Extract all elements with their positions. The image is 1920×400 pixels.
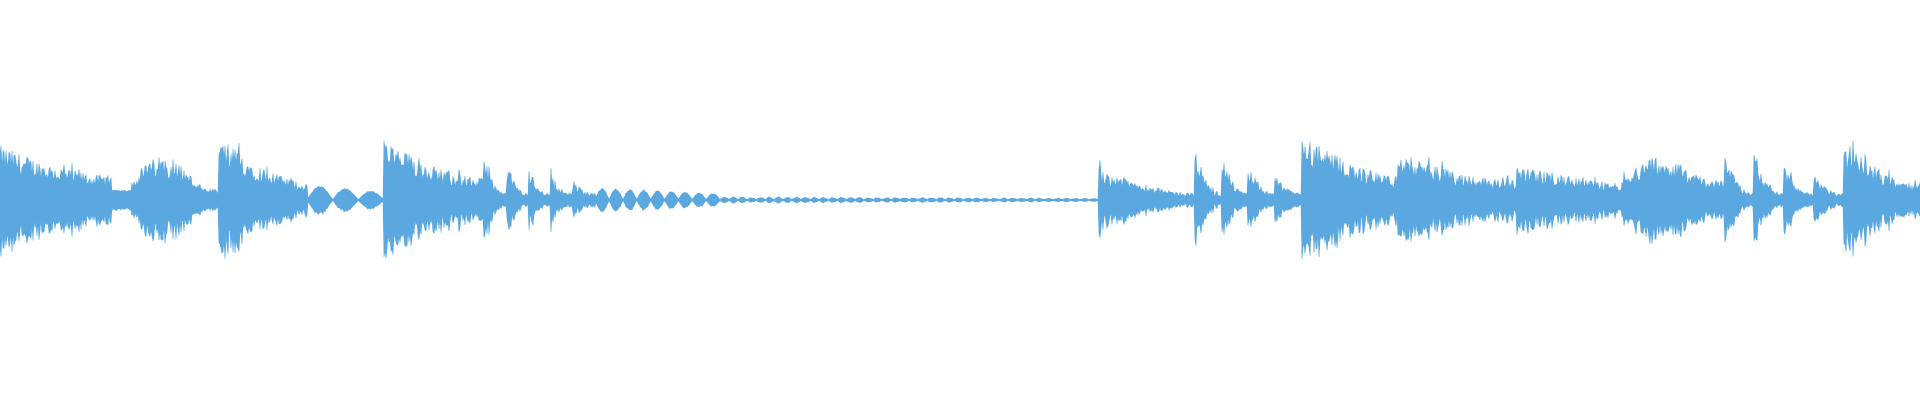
waveform-bars	[0, 140, 1920, 260]
